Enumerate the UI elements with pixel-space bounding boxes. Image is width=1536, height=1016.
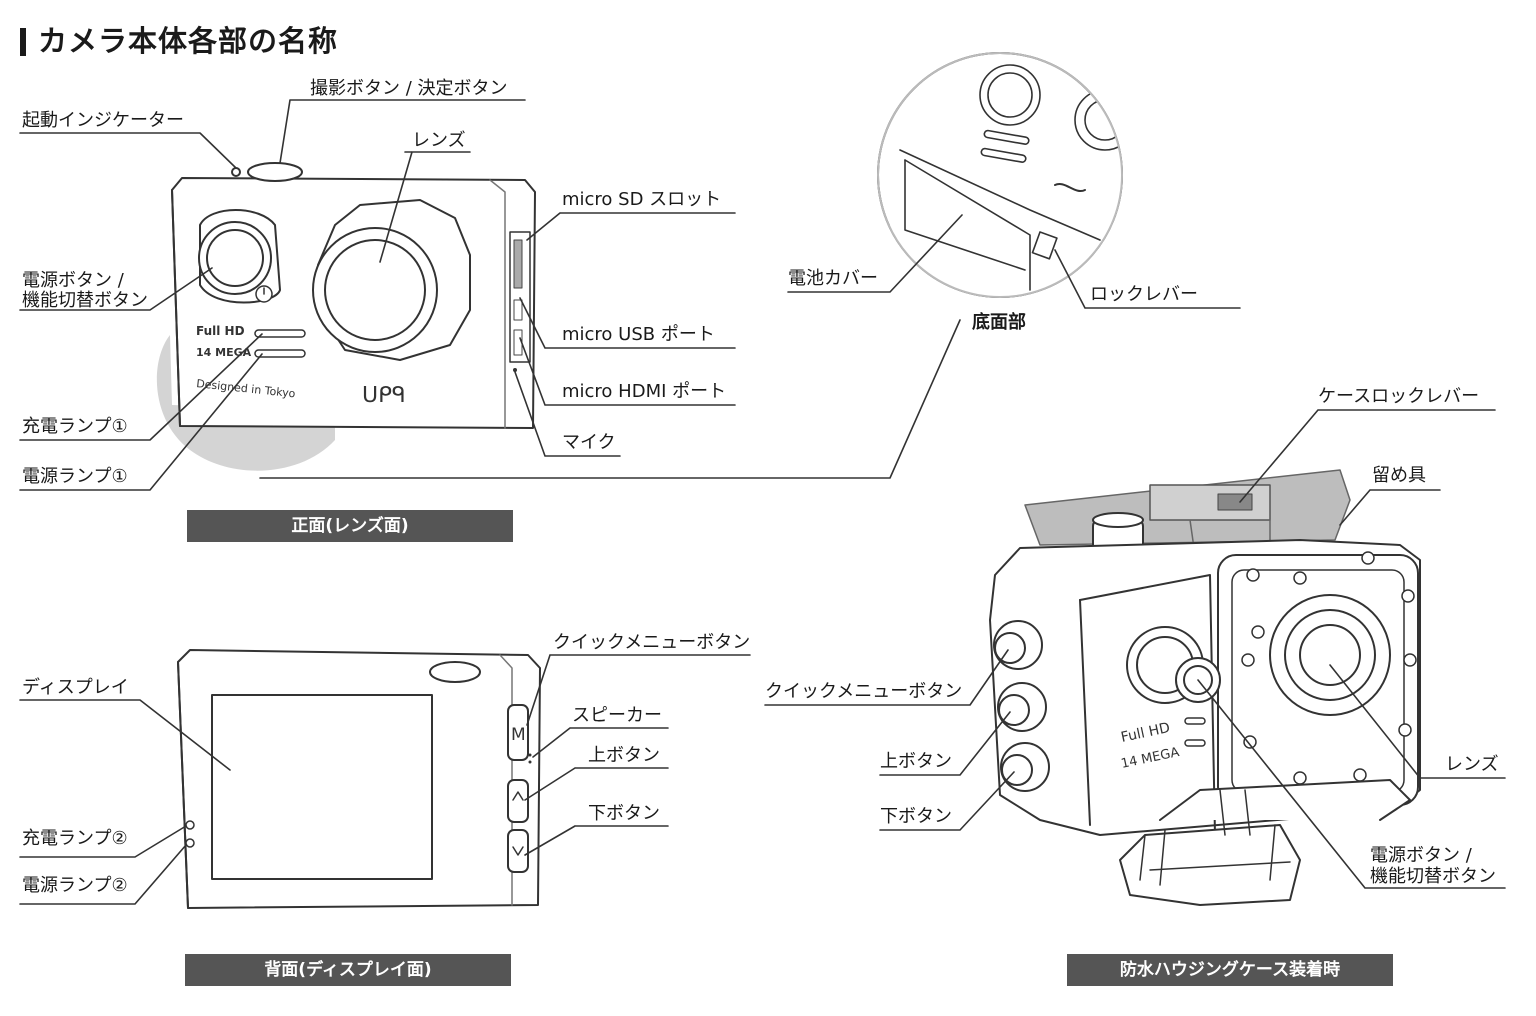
label-back-up-button: 上ボタン [588,745,660,766]
page-title: カメラ本体各部の名称 [38,24,339,58]
label-clasp: 留め具 [1372,465,1426,486]
label-back-quick-menu: クイックメニューボタン [553,632,751,653]
front-camera-illustration [156,162,536,471]
front-print-full-hd: Full HD [196,324,245,338]
back-leader-lines [19,654,751,905]
label-microsd-slot: micro SD スロット [562,189,722,210]
label-housing-up-button: 上ボタン [880,751,952,772]
caption-back: 背面(ディスプレイ面) [185,954,511,986]
label-display: ディスプレイ [22,677,129,698]
label-lock-lever: ロックレバー [1090,284,1198,305]
label-micro-usb: micro USB ポート [562,324,715,345]
front-print-mega: 14 MEGA [196,346,252,359]
label-microphone: マイク [562,432,616,453]
bottom-leader-lines [787,214,1241,309]
label-speaker: スピーカー [572,705,662,726]
label-power-lamp-2: 電源ランプ② [22,875,128,896]
label-housing-down-button: 下ボタン [880,806,952,827]
housing-leader-lines [764,409,1506,889]
label-housing-power-line2: 機能切替ボタン [1370,866,1496,887]
label-start-indicator: 起動インジケーター [22,110,184,131]
caption-housing: 防水ハウジングケース装着時 [1067,954,1393,986]
caption-bottom: 底面部 [972,312,1026,333]
front-print-brand: ᑌᑭᑫ [362,383,406,408]
label-micro-hdmi: micro HDMI ポート [562,381,727,402]
label-case-lock-lever: ケースロックレバー [1318,386,1480,407]
label-charge-lamp-2: 充電ランプ② [22,828,128,849]
bottom-detail-illustration [877,52,1123,298]
front-leader-lines [19,99,961,491]
label-power-lamp-1: 電源ランプ① [22,466,128,487]
label-front-lens: レンズ [412,130,466,151]
housing-illustration [989,469,1421,906]
label-power-button-line2: 機能切替ボタン [22,290,148,311]
back-print-m-key: M [511,725,526,745]
label-housing-lens: レンズ [1445,754,1499,775]
caption-front: 正面(レンズ面) [187,510,513,542]
label-power-button-line1: 電源ボタン / [22,270,124,291]
label-battery-cover: 電池カバー [788,268,878,289]
back-camera-illustration [177,649,541,909]
title-marker [20,28,26,56]
label-housing-power-line1: 電源ボタン / [1370,845,1472,866]
label-charge-lamp-1: 充電ランプ① [22,416,128,437]
label-housing-quick-menu: クイックメニューボタン [765,681,963,702]
label-shutter-button: 撮影ボタン / 決定ボタン [310,78,508,99]
label-back-down-button: 下ボタン [588,803,660,824]
